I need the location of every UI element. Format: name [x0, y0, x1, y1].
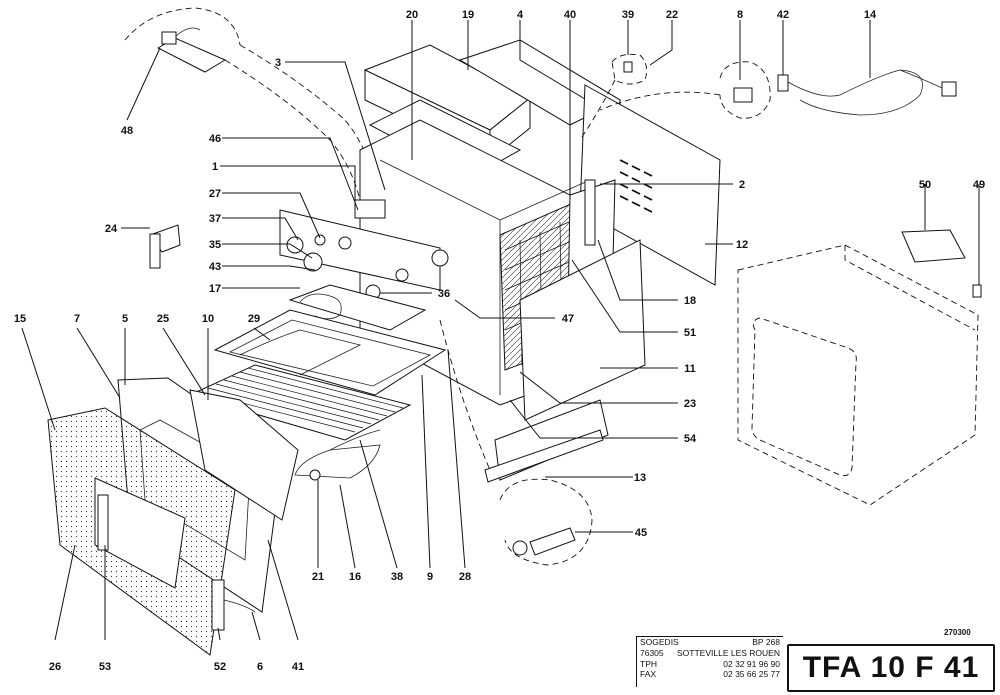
callout: 37: [209, 213, 221, 225]
outer-casing: [737, 244, 979, 506]
callout: 9: [427, 571, 433, 583]
po-box: BP 268: [752, 637, 780, 647]
callout: 48: [121, 125, 133, 137]
lamp-assembly: [901, 229, 982, 298]
callout: 23: [684, 398, 696, 410]
wire-rack: [188, 364, 412, 441]
postcode: 76305: [640, 647, 664, 658]
tray-29: [213, 309, 447, 396]
callout: 4: [517, 9, 524, 21]
city: SOTTEVILLE LES ROUEN: [677, 647, 780, 658]
callout: 10: [202, 313, 214, 325]
fax-label: FAX: [640, 669, 657, 680]
callout: 2: [739, 179, 745, 191]
leader-lines: [21, 20, 980, 641]
callout: 40: [564, 9, 576, 21]
company-row: SOGEDIS BP 268: [637, 637, 783, 648]
callout: 15: [14, 313, 26, 325]
callout: 14: [864, 9, 877, 21]
callout: 19: [462, 9, 474, 21]
grill-element: [288, 284, 427, 331]
fax-row: FAX 02 35 66 25 77: [637, 669, 783, 680]
callout: 54: [684, 433, 697, 445]
callout: 39: [622, 9, 634, 21]
callout: 22: [666, 9, 678, 21]
callout: 26: [49, 661, 61, 673]
inset-8: [599, 61, 771, 119]
side-and-bottom: [484, 239, 646, 483]
callout: 24: [105, 223, 118, 235]
callout: 20: [406, 9, 418, 21]
tel-label: TPH: [640, 658, 657, 669]
callout: 50: [919, 179, 931, 191]
callout: 27: [209, 188, 221, 200]
inset-39: [579, 53, 648, 141]
fax-number: 02 35 66 25 77: [723, 669, 780, 680]
callout: 18: [684, 295, 696, 307]
callout: 36: [438, 288, 450, 300]
hinges: [211, 579, 256, 631]
door-front: [47, 407, 236, 656]
callout: 21: [312, 571, 324, 583]
company-name: SOGEDIS: [640, 637, 679, 647]
callout: 11: [684, 363, 696, 375]
callout: 42: [777, 9, 789, 21]
part-24: [149, 224, 181, 269]
callout: 29: [248, 313, 260, 325]
address-row: 76305 SOTTEVILLE LES ROUEN: [637, 648, 783, 659]
callout: 41: [292, 661, 304, 673]
power-cable: [777, 69, 957, 116]
callout: 25: [157, 313, 169, 325]
callout: 12: [736, 239, 748, 251]
callout: 49: [973, 179, 985, 191]
callout: 38: [391, 571, 403, 583]
title-block-address: SOGEDIS BP 268 76305 SOTTEVILLE LES ROUE…: [636, 636, 783, 687]
callout: 52: [214, 661, 226, 673]
inset-45: [439, 319, 593, 566]
model-number: TFA 10 F 41: [787, 644, 995, 692]
reference-number: 270300: [944, 628, 971, 637]
callout: 13: [634, 472, 646, 484]
callout: 51: [684, 327, 696, 339]
tel-row: TPH 02 32 91 96 90: [637, 659, 783, 670]
callout: 17: [209, 283, 221, 295]
callout: 1: [212, 161, 218, 173]
callout: 5: [122, 313, 128, 325]
callout: 28: [459, 571, 471, 583]
callout: 46: [209, 133, 221, 145]
callout-labels: 20 19 4 40 39 22 8 42 14 48 3 46 1 27 37…: [14, 9, 985, 673]
callout: 43: [209, 261, 221, 273]
callout: 53: [99, 661, 111, 673]
callout: 3: [275, 57, 281, 69]
bottom-element: [294, 429, 381, 481]
callout: 7: [74, 313, 80, 325]
callout: 35: [209, 239, 221, 251]
callout: 47: [562, 313, 574, 325]
callout: 8: [737, 9, 743, 21]
control-panel: [279, 199, 449, 300]
tel-number: 02 32 91 96 90: [723, 658, 780, 669]
callout: 16: [349, 571, 361, 583]
callout: 45: [635, 527, 647, 539]
inset-48: [124, 7, 381, 211]
back-panel: [579, 84, 721, 286]
callout: 6: [257, 661, 263, 673]
